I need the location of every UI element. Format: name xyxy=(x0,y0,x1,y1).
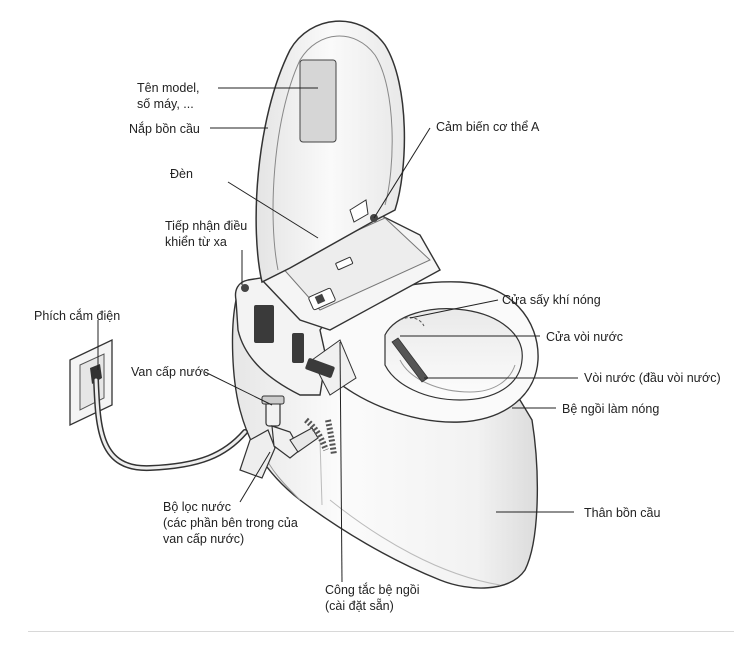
label-water-filter: Bộ lọc nước (các phần bên trong của van … xyxy=(163,499,298,547)
label-lid: Nắp bồn cầu xyxy=(129,122,200,136)
label-remote-receiver-line-1: Tiếp nhận điều xyxy=(165,219,248,233)
label-power-plug: Phích cắm điện xyxy=(34,309,121,323)
label-toilet-body: Thân bồn cầu xyxy=(584,506,661,520)
label-body-sensor: Cảm biến cơ thể A xyxy=(436,120,540,134)
label-remote-receiver: Tiếp nhận điều khiển từ xa xyxy=(165,218,247,250)
label-seat-switch-line-2: (cài đặt sẵn) xyxy=(325,599,394,613)
bottom-divider xyxy=(28,631,734,632)
label-nozzle-door: Cửa vòi nước xyxy=(546,330,624,344)
label-model-name-line-1: Tên model, xyxy=(137,81,200,95)
wall-socket xyxy=(69,338,113,427)
leader-lines xyxy=(97,87,578,583)
label-warm-air-outlet: Cửa sấy khí nóng xyxy=(502,293,601,307)
label-water-filter-line-3: van cấp nước) xyxy=(163,532,245,546)
model-label-plate xyxy=(299,59,337,143)
power-cord xyxy=(93,377,248,472)
label-model-name-line-2: số máy, ... xyxy=(137,97,194,111)
label-seat-switch-line-1: Công tắc bệ ngồi xyxy=(325,583,420,597)
label-nozzle: Vòi nước (đầu vòi nước) xyxy=(584,371,721,385)
label-water-filter-line-2: (các phần bên trong của xyxy=(163,516,298,530)
supply-valve-shape xyxy=(239,395,337,479)
label-model-name: Tên model, số máy, ... xyxy=(137,80,200,112)
label-water-filter-line-1: Bộ lọc nước xyxy=(163,500,231,514)
label-supply-valve: Van cấp nước xyxy=(131,365,210,379)
label-seat-switch: Công tắc bệ ngồi (cài đặt sẵn) xyxy=(325,582,420,614)
lid-shape xyxy=(255,20,406,284)
label-light: Đèn xyxy=(170,167,193,181)
label-heated-seat: Bệ ngồi làm nóng xyxy=(562,402,660,416)
label-remote-receiver-line-2: khiển từ xa xyxy=(165,235,227,249)
